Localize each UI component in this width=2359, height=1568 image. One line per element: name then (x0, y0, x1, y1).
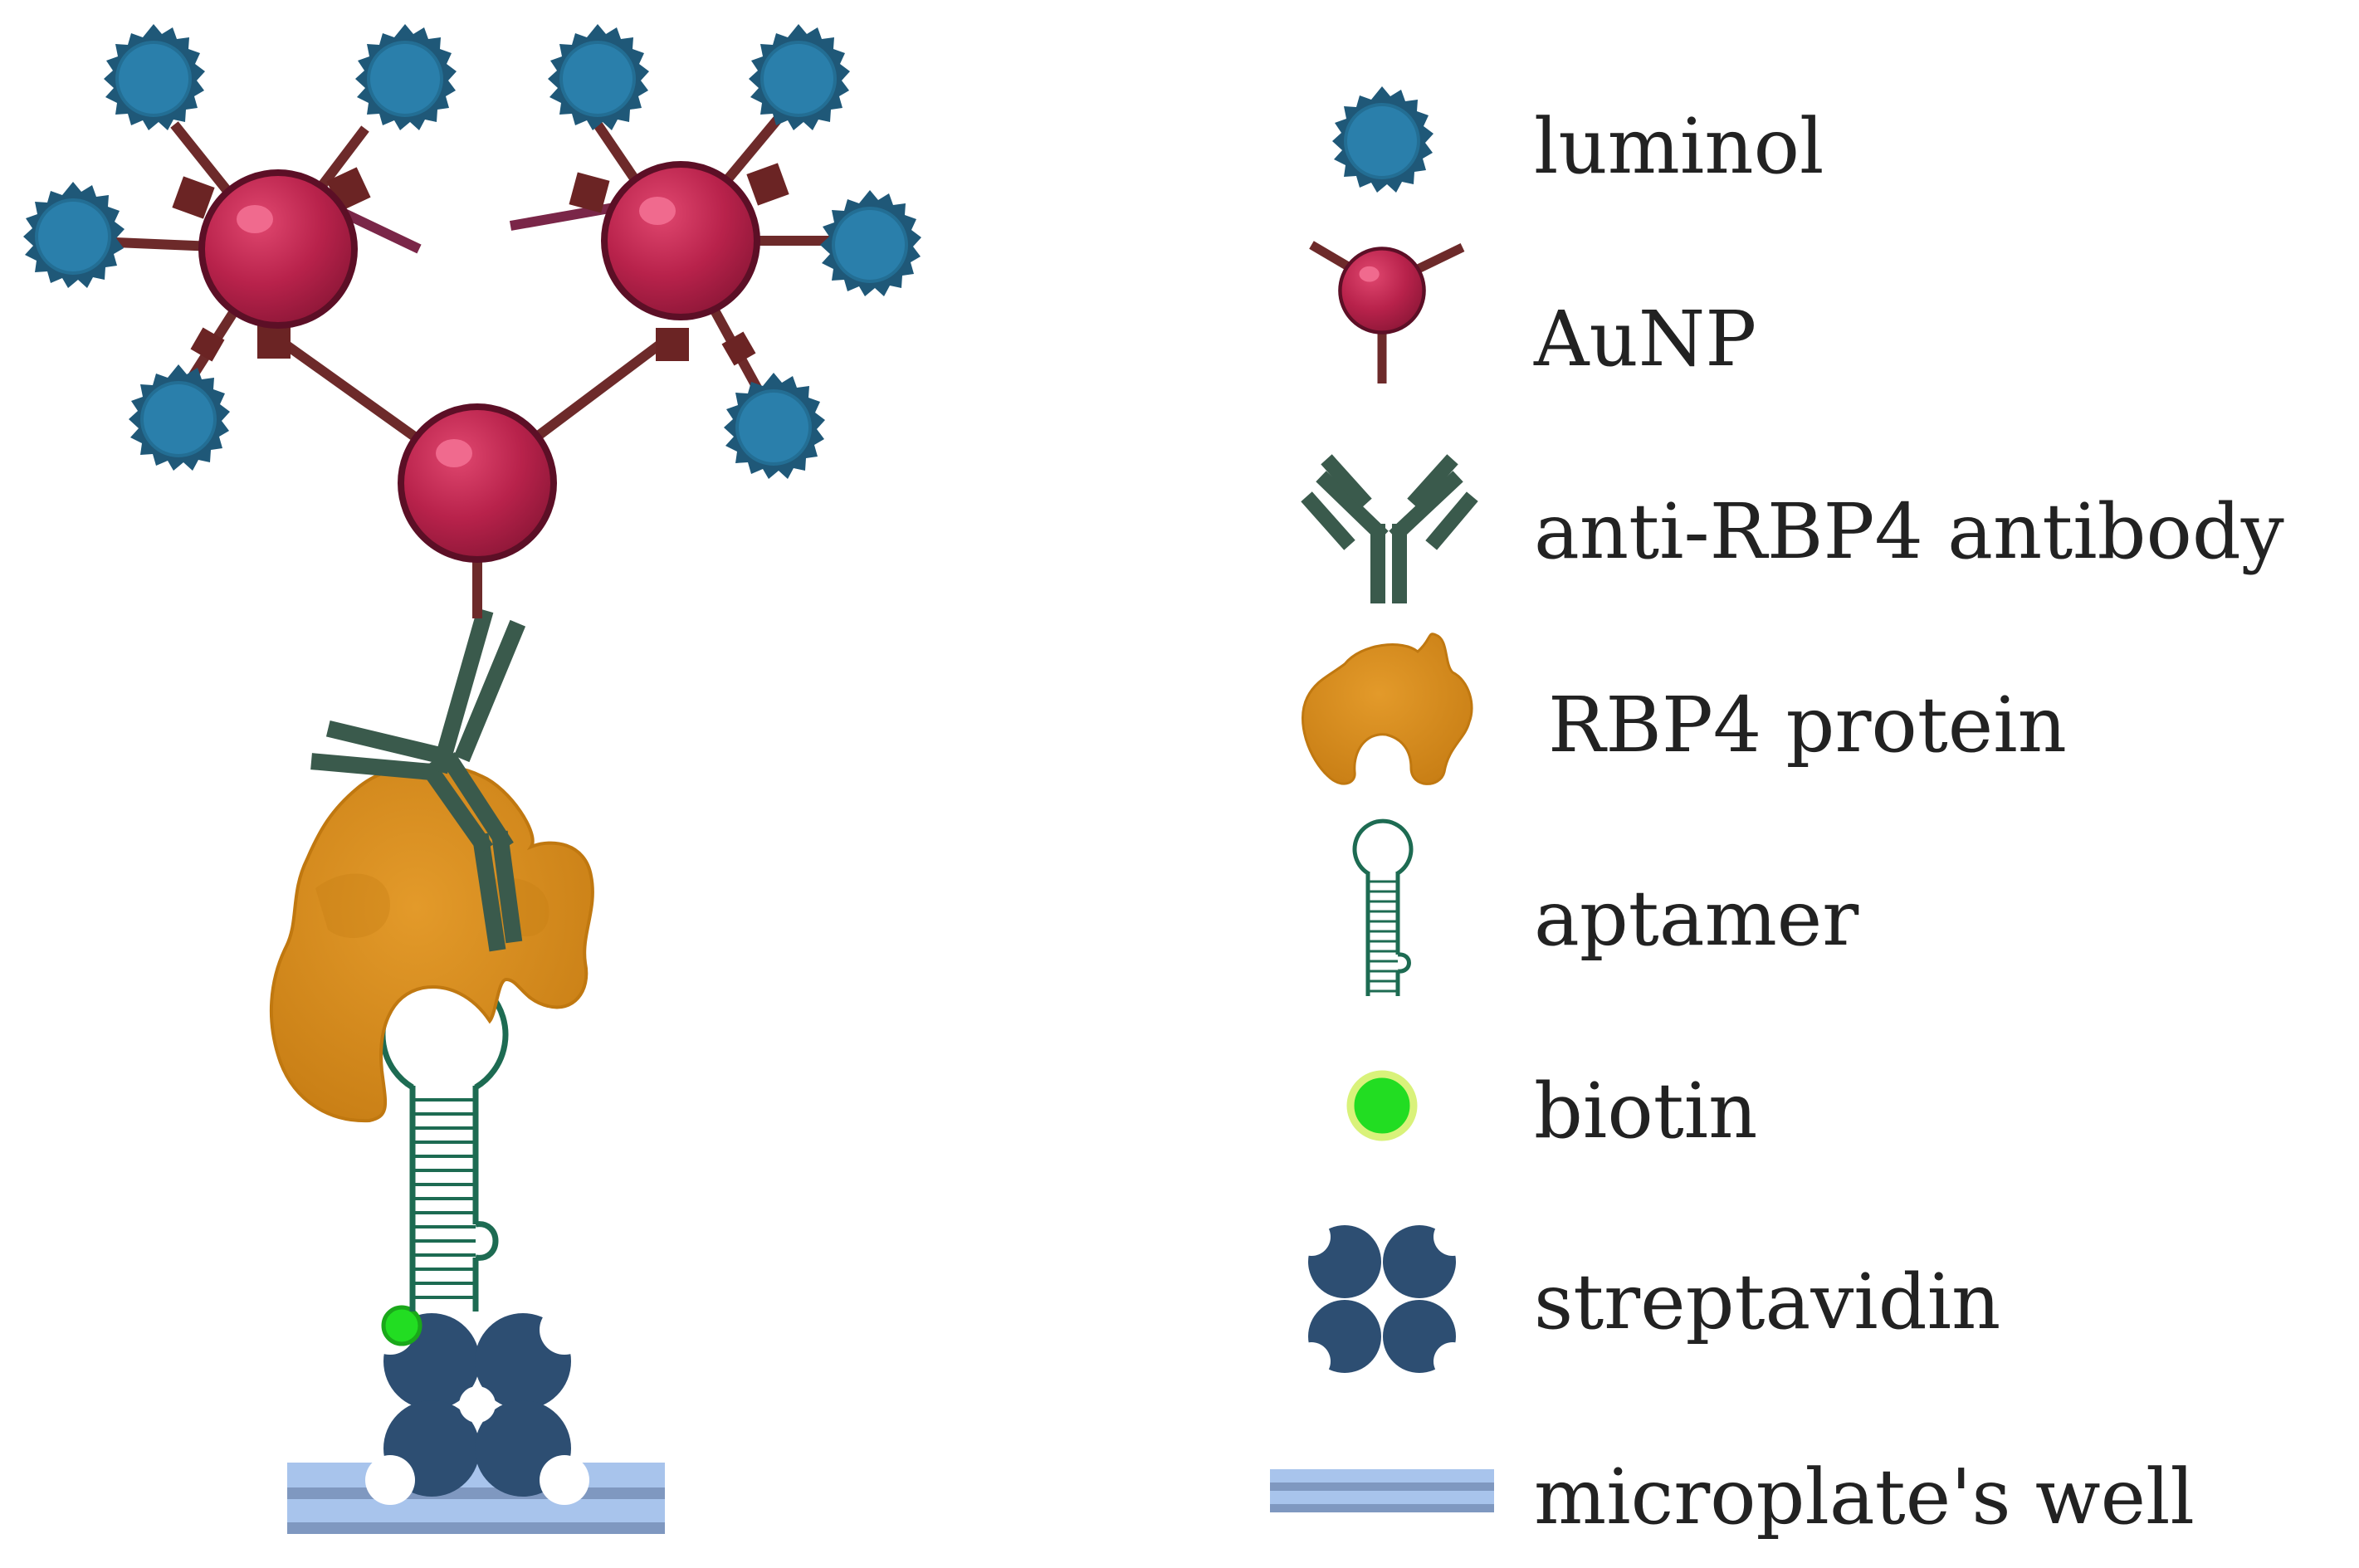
legend-label: streptavidin (1534, 1258, 2000, 1346)
assay-assembly (22, 22, 923, 1534)
biotin-icon (1346, 1070, 1418, 1141)
anti-rbp4-antibody (310, 608, 526, 952)
legend-item-aptamer: aptamer (1352, 818, 1858, 996)
legend-label: microplate's well (1534, 1453, 2195, 1541)
antibody-icon (1301, 454, 1478, 603)
legend-item-biotin: biotin (1346, 1067, 1757, 1155)
microplate-well-icon (1270, 1469, 1494, 1512)
aptamer-icon (1352, 818, 1414, 996)
aunp-cluster (202, 164, 757, 559)
legend-item-antibody: anti-RBP4 antibody (1301, 454, 2284, 603)
aunp-icon (1309, 241, 1465, 383)
legend-label: RBP4 protein (1548, 681, 2067, 769)
legend-item-aunp: AuNP (1309, 241, 1756, 383)
streptavidin-icon (1292, 1218, 1472, 1380)
rbp4-protein (269, 763, 594, 1123)
legend: luminol AuNP (1270, 85, 2284, 1541)
legend-item-luminol: luminol (1331, 85, 1824, 194)
legend-item-protein: RBP4 protein (1302, 633, 2067, 785)
legend-label: anti-RBP4 antibody (1534, 487, 2284, 576)
legend-item-well: microplate's well (1270, 1453, 2195, 1541)
biotin (381, 1305, 422, 1346)
legend-label: luminol (1534, 102, 1824, 191)
legend-label: biotin (1534, 1067, 1757, 1155)
aptamer (379, 970, 509, 1312)
legend-label: AuNP (1533, 295, 1756, 383)
legend-item-streptavidin: streptavidin (1292, 1218, 2000, 1380)
legend-label: aptamer (1534, 874, 1858, 963)
protein-icon (1302, 633, 1473, 785)
microplate-well (287, 1463, 665, 1534)
luminol-icon (1331, 85, 1435, 194)
